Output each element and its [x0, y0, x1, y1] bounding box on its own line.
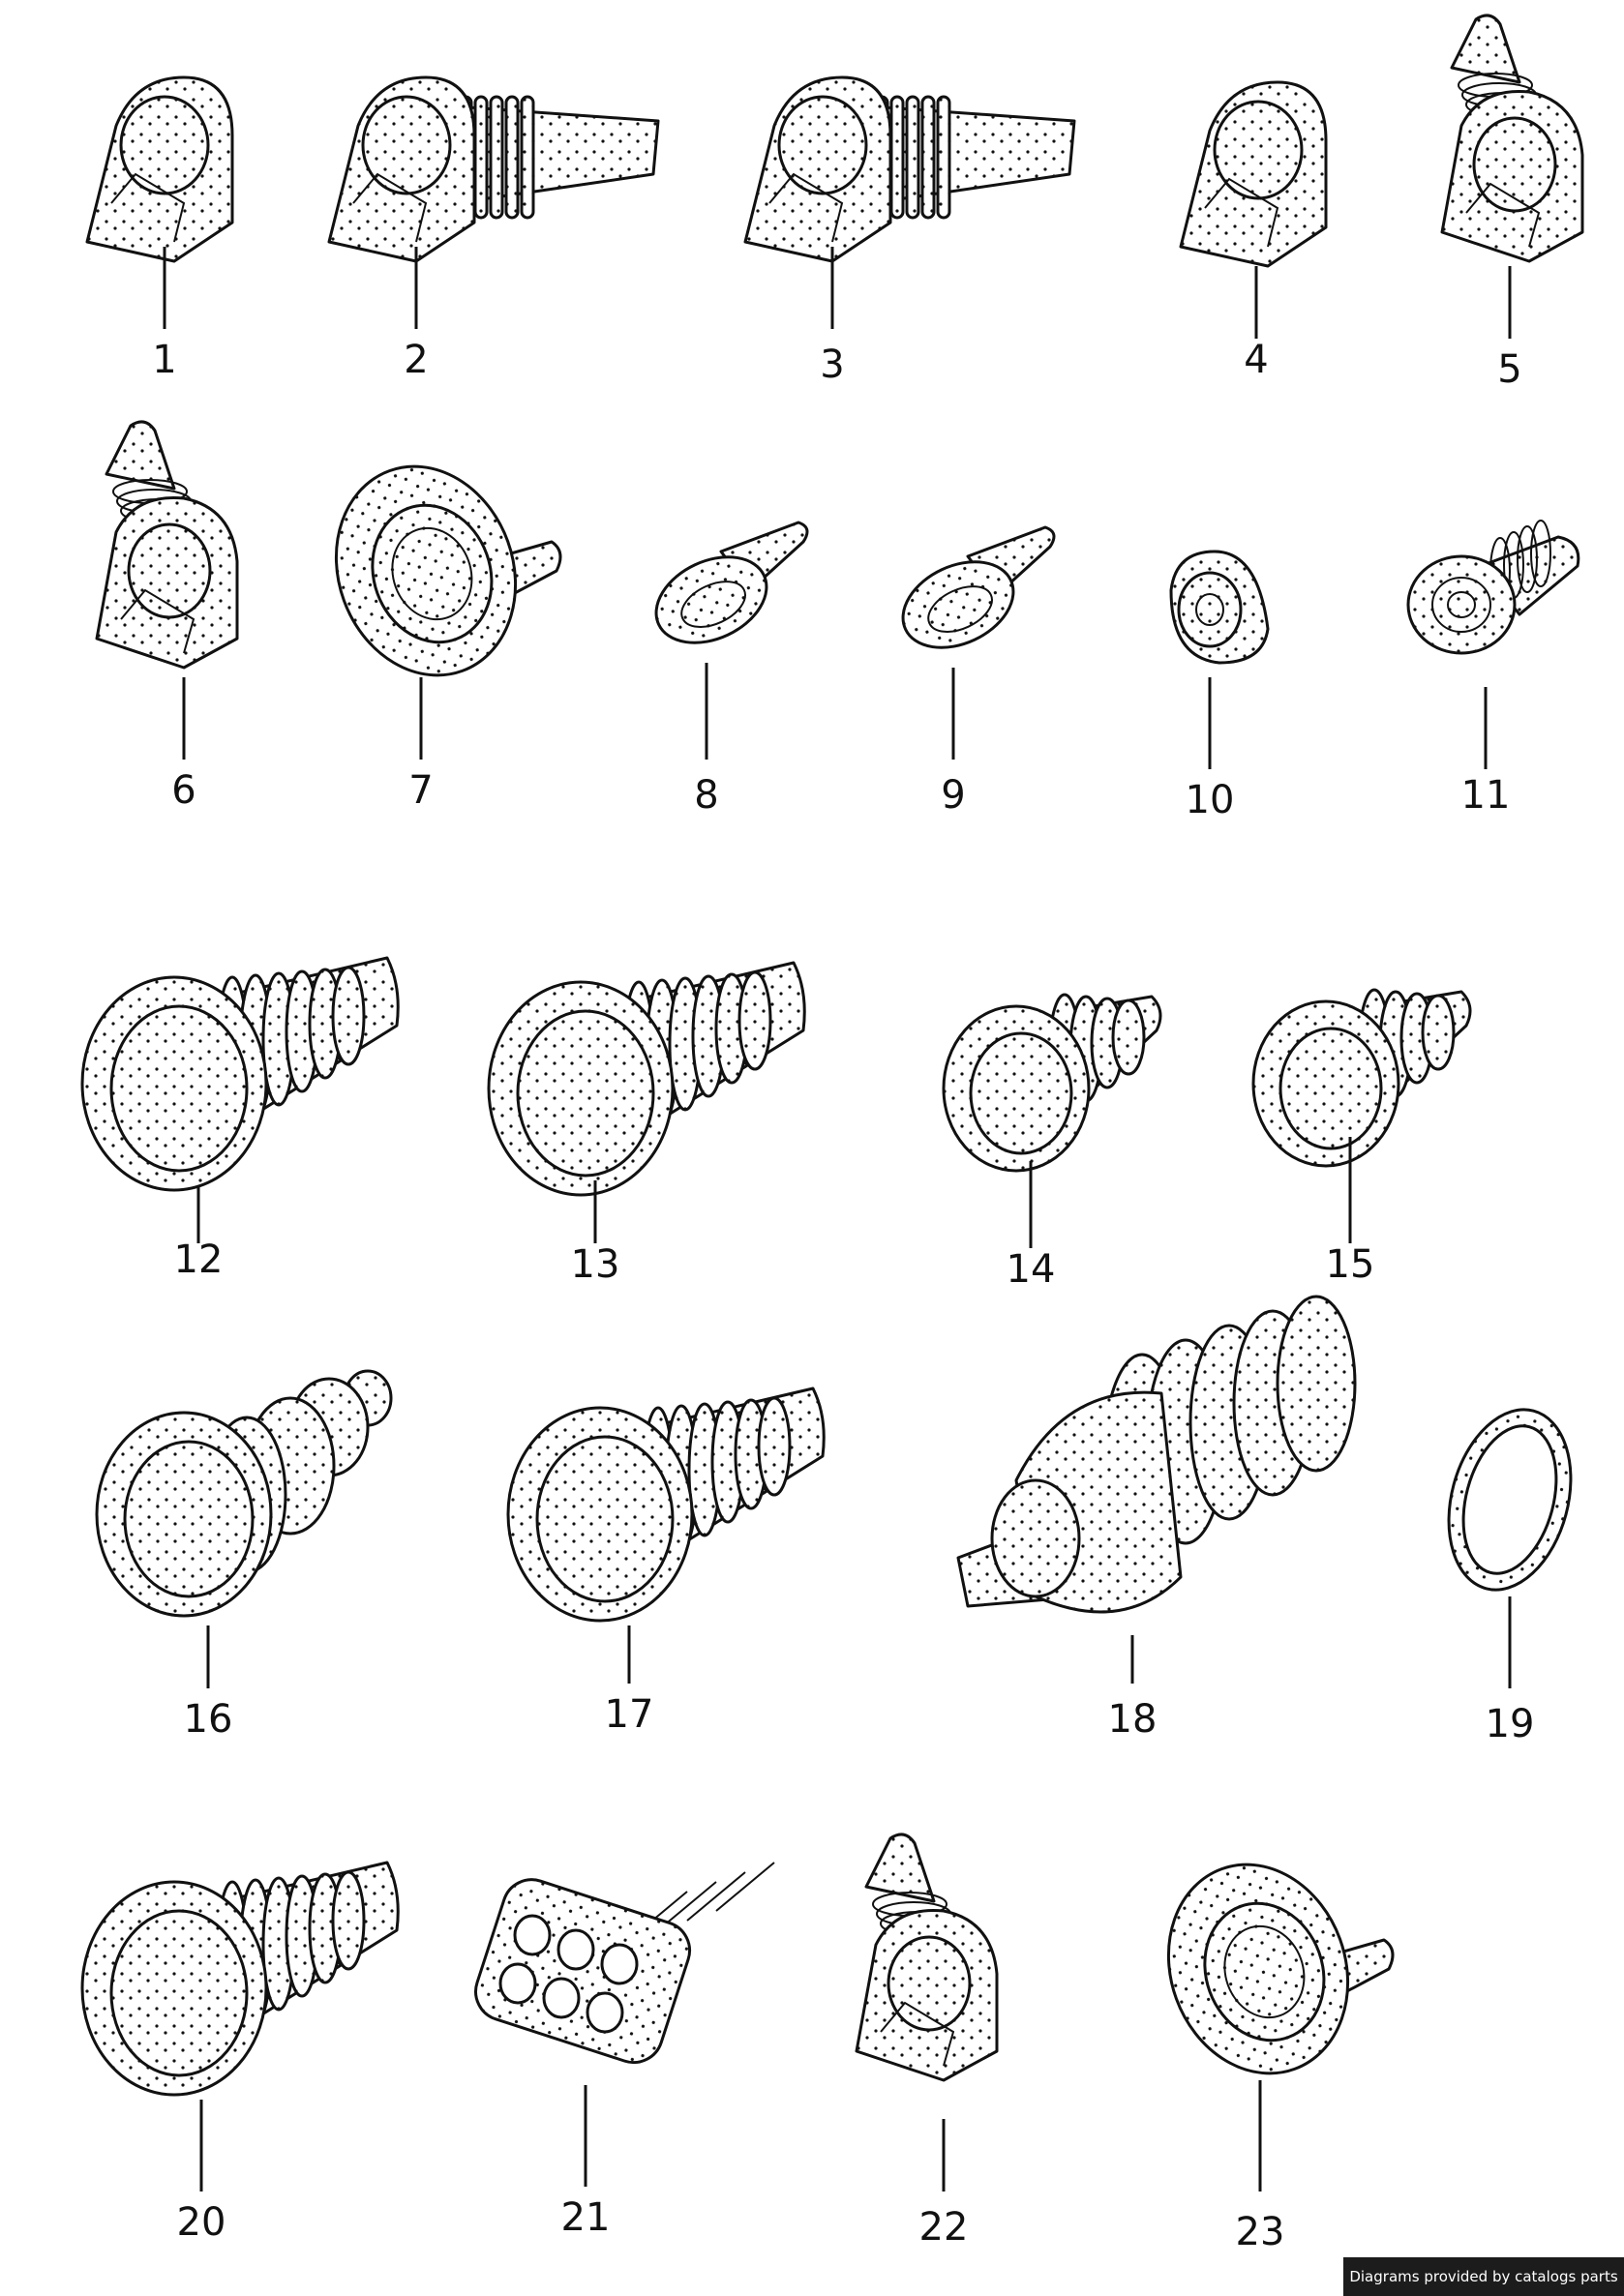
part-18-number: 18 — [1108, 1697, 1158, 1742]
part-9: 9 — [901, 525, 1056, 818]
part-10: 10 — [1169, 550, 1270, 822]
part-12: 12 — [80, 956, 400, 1282]
part-17-number: 17 — [605, 1692, 654, 1737]
part-8-number: 8 — [694, 773, 718, 818]
part-20-drawing — [80, 1861, 400, 2097]
part-6-drawing — [95, 420, 239, 670]
part-16-drawing — [95, 1369, 393, 1618]
part-22-number: 22 — [919, 2205, 969, 2250]
part-14-drawing — [942, 993, 1162, 1173]
part-3: 3 — [743, 75, 1076, 387]
part-13-drawing — [487, 961, 806, 1197]
part-20: 20 — [80, 1861, 400, 2245]
part-14: 14 — [942, 993, 1162, 1292]
part-1-number: 1 — [152, 338, 176, 382]
part-17: 17 — [506, 1387, 826, 1737]
part-15-number: 15 — [1326, 1242, 1375, 1287]
part-1-drawing — [85, 75, 234, 263]
part-2-number: 2 — [404, 338, 428, 382]
part-19: 19 — [1447, 1408, 1573, 1746]
part-18: 18 — [956, 1295, 1357, 1742]
part-16-number: 16 — [184, 1697, 233, 1742]
part-10-drawing — [1169, 550, 1270, 665]
part-6: 6 — [95, 420, 239, 813]
part-19-drawing — [1447, 1408, 1573, 1592]
part-15-drawing — [1251, 988, 1472, 1168]
part-14-number: 14 — [1007, 1247, 1056, 1292]
part-11-drawing — [1406, 520, 1580, 655]
part-6-number: 6 — [171, 768, 195, 813]
part-4-number: 4 — [1244, 338, 1268, 382]
part-13: 13 — [487, 961, 806, 1287]
part-2-drawing — [327, 75, 660, 263]
part-12-drawing — [80, 956, 400, 1192]
part-18-drawing — [956, 1295, 1357, 1614]
part-13-number: 13 — [571, 1242, 620, 1287]
part-23: 23 — [1166, 1863, 1395, 2254]
part-3-drawing — [743, 75, 1076, 263]
part-8-drawing — [654, 521, 809, 644]
part-22-drawing — [855, 1833, 999, 2082]
part-12-number: 12 — [174, 1237, 224, 1282]
part-21: 21 — [474, 1862, 775, 2240]
part-20-number: 20 — [177, 2200, 226, 2245]
part-2: 2 — [327, 75, 660, 382]
part-4-drawing — [1179, 80, 1328, 268]
part-3-number: 3 — [820, 343, 844, 387]
part-15: 15 — [1251, 988, 1472, 1287]
part-7-number: 7 — [408, 768, 433, 813]
part-17-drawing — [506, 1387, 826, 1623]
part-21-drawing — [474, 1862, 775, 2065]
part-5-number: 5 — [1497, 347, 1521, 392]
part-11: 11 — [1406, 520, 1580, 818]
part-10-number: 10 — [1186, 778, 1235, 822]
part-23-drawing — [1166, 1863, 1395, 2075]
part-8: 8 — [654, 521, 809, 818]
part-19-number: 19 — [1486, 1702, 1535, 1746]
part-5-drawing — [1440, 14, 1584, 263]
part-4: 4 — [1179, 80, 1328, 382]
part-11-number: 11 — [1461, 773, 1511, 818]
part-5: 5 — [1440, 14, 1584, 392]
part-1: 1 — [85, 75, 234, 382]
part-7: 7 — [334, 464, 562, 813]
part-7-drawing — [334, 464, 562, 677]
part-9-drawing — [901, 525, 1056, 649]
part-16: 16 — [95, 1369, 393, 1742]
part-21-number: 21 — [561, 2195, 611, 2240]
diagram-credit-badge: Diagrams provided by catalogs parts — [1343, 2257, 1624, 2296]
part-23-number: 23 — [1236, 2210, 1285, 2254]
part-9-number: 9 — [941, 773, 965, 818]
part-22: 22 — [855, 1833, 999, 2250]
